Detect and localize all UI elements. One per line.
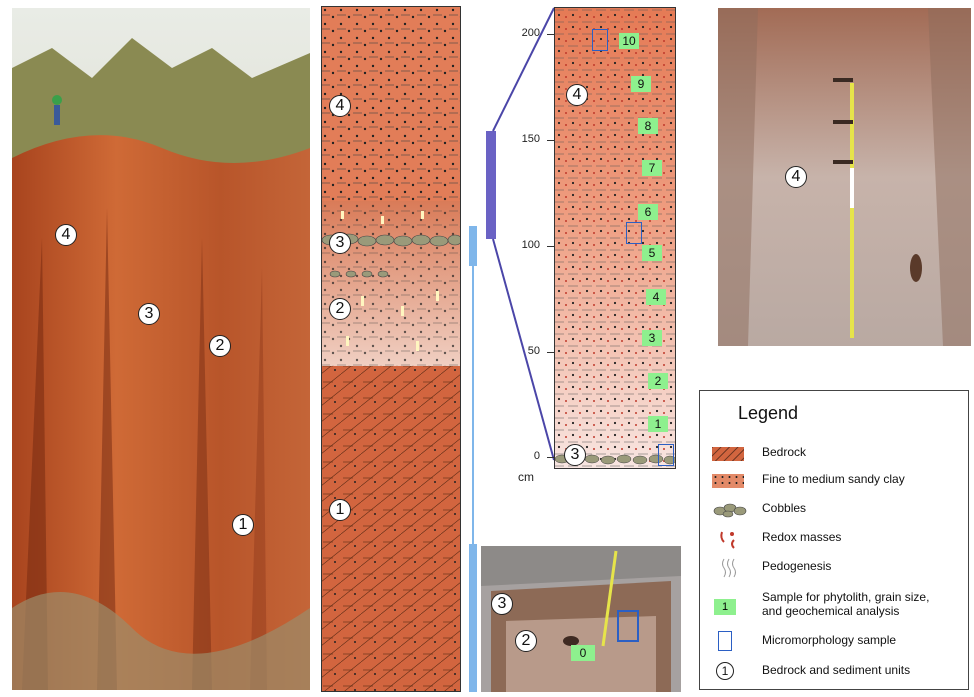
tick-marks	[547, 140, 554, 141]
tick-100: 100	[521, 239, 540, 251]
tick-marks	[547, 352, 554, 353]
cobbles-icon	[713, 503, 747, 518]
legend-label: and geochemical analysis	[762, 604, 900, 618]
zoom-connector	[492, 7, 555, 461]
unit-2-marker-column: 2	[329, 298, 351, 320]
legend-title: Legend	[738, 403, 799, 423]
unit-3-marker-column: 3	[329, 232, 351, 254]
stratigraphic-column	[321, 6, 463, 692]
sample-label: 2	[648, 373, 668, 389]
unit-1-marker-column: 1	[329, 499, 351, 521]
sample-label: 3	[642, 330, 662, 346]
legend-label: Sample for phytolith, grain size,	[762, 590, 930, 604]
base-pit-photo	[481, 546, 681, 692]
sample-label: 5	[642, 245, 662, 261]
outcrop-photo	[12, 8, 310, 690]
micromorph-box	[658, 444, 674, 466]
tick-marks	[547, 34, 554, 35]
legend-label: Cobbles	[762, 501, 807, 515]
legend-label: Bedrock	[762, 445, 807, 459]
sample-label: 9	[631, 76, 651, 92]
unit-1-marker-photo: 1	[232, 514, 254, 536]
pedogenesis-icon	[722, 558, 736, 578]
tick-50: 50	[527, 345, 540, 357]
unit-4-marker-photo: 4	[55, 224, 77, 246]
scale-bar-light	[469, 226, 477, 266]
sample-label: 6	[638, 204, 658, 220]
tick-marks	[547, 246, 554, 247]
zoom-range-bar	[486, 131, 496, 239]
micromorphology-box-icon	[718, 631, 732, 651]
sample-label: 0	[571, 645, 595, 661]
sample-label: 1	[648, 416, 668, 432]
legend-item-micromorph: Micromorphology sample	[700, 631, 968, 653]
legend-label: Bedrock and sediment units	[762, 663, 911, 677]
legend-box: Legend Bedrock Fine to medium sandy clay…	[699, 390, 969, 690]
micromorph-box	[592, 29, 608, 51]
unit-3-marker-enlarged: 3	[564, 444, 586, 466]
legend-item-sample: 1 Sample for phytolith, grain size, and …	[700, 591, 968, 621]
legend-label: Pedogenesis	[762, 559, 832, 573]
unit-2-marker-photo: 2	[209, 335, 231, 357]
scale-bar-lower	[469, 544, 477, 692]
legend-label: Fine to medium sandy clay	[762, 472, 905, 486]
tick-marks	[547, 457, 554, 458]
legend-item-sandy-clay: Fine to medium sandy clay	[700, 470, 968, 492]
unit-4-marker-column: 4	[329, 95, 351, 117]
sample-label: 4	[646, 289, 666, 305]
sample-label: 10	[619, 33, 639, 49]
bedrock-swatch	[712, 447, 744, 461]
unit-circle-icon: 1	[716, 662, 734, 680]
enlarged-column	[554, 7, 677, 469]
legend-item-units: 1 Bedrock and sediment units	[700, 661, 968, 683]
unit-3-marker-base: 3	[491, 593, 513, 615]
scale-line	[472, 266, 474, 544]
sample-label: 8	[638, 118, 658, 134]
scale-unit-label: cm	[518, 470, 534, 484]
unit-2-marker-base: 2	[515, 630, 537, 652]
tick-200: 200	[521, 27, 540, 39]
micromorph-box	[617, 610, 639, 642]
legend-item-cobbles: Cobbles	[700, 499, 968, 521]
unit-4-marker-enlarged: 4	[566, 84, 588, 106]
legend-item-redox: Redox masses	[700, 528, 968, 550]
legend-label: Micromorphology sample	[762, 633, 897, 647]
tick-150: 150	[521, 133, 540, 145]
unit-4-marker-pit: 4	[785, 166, 807, 188]
legend-label: Redox masses	[762, 530, 842, 544]
sample-box-icon: 1	[714, 599, 736, 615]
sandy-clay-swatch	[712, 474, 744, 488]
tick-0: 0	[533, 450, 540, 462]
redox-icon	[720, 531, 735, 549]
sample-label: 7	[642, 160, 662, 176]
unit-3-marker-photo: 3	[138, 303, 160, 325]
pit-photo	[718, 8, 971, 346]
micromorph-box	[626, 222, 642, 244]
legend-item-pedogenesis: Pedogenesis	[700, 557, 968, 579]
legend-item-bedrock: Bedrock	[700, 443, 968, 465]
